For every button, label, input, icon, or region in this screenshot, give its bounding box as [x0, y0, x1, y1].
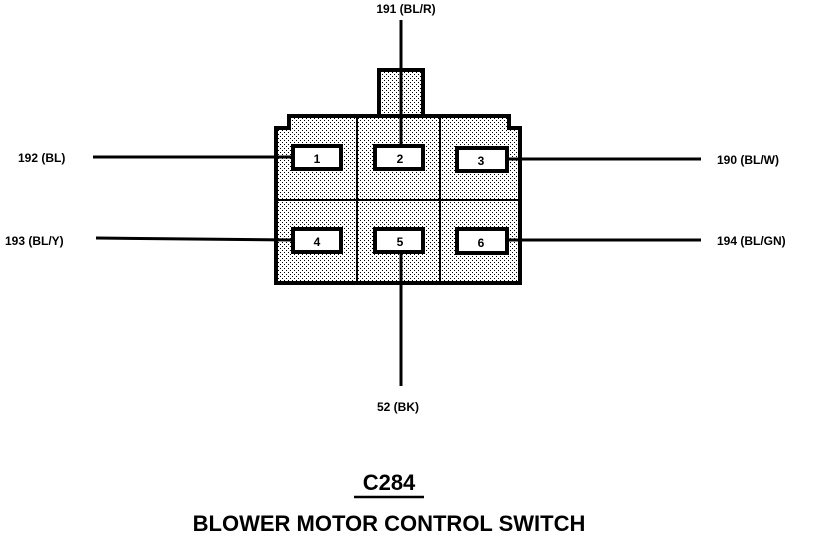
wire-label-pin-5: 52 (BK)	[377, 400, 419, 414]
pin-3: 3	[455, 146, 509, 173]
wire-label-pin-3: 190 (BL/W)	[717, 153, 779, 167]
pin-number: 4	[314, 235, 321, 249]
pin-number: 1	[314, 152, 321, 166]
pin-2: 2	[373, 144, 425, 171]
pin-5: 5	[373, 227, 425, 254]
pin-4: 4	[291, 227, 343, 254]
pin-number: 6	[478, 236, 485, 250]
pin-1: 1	[291, 144, 343, 171]
pin-6: 6	[455, 227, 509, 255]
diagram-title: C284 BLOWER MOTOR CONTROL SWITCH	[193, 470, 586, 536]
wire-labels: 191 (BL/R) 192 (BL) 190 (BL/W) 193 (BL/Y…	[5, 2, 786, 414]
wire-label-pin-4: 193 (BL/Y)	[5, 234, 64, 248]
wire-label-pin-1: 192 (BL)	[18, 151, 65, 165]
wire-pin-4	[95, 236, 294, 242]
pin-terminals: 1 2 3 4 5 6	[291, 144, 509, 255]
wire-label-pin-6: 194 (BL/GN)	[717, 234, 786, 248]
pin-number: 2	[397, 152, 404, 166]
connector-id: C284	[363, 470, 416, 495]
component-name: BLOWER MOTOR CONTROL SWITCH	[193, 511, 586, 536]
pin-number: 3	[478, 154, 485, 168]
wires	[93, 20, 701, 386]
pin-number: 5	[397, 235, 404, 249]
wire-label-pin-2: 191 (BL/R)	[376, 2, 435, 16]
